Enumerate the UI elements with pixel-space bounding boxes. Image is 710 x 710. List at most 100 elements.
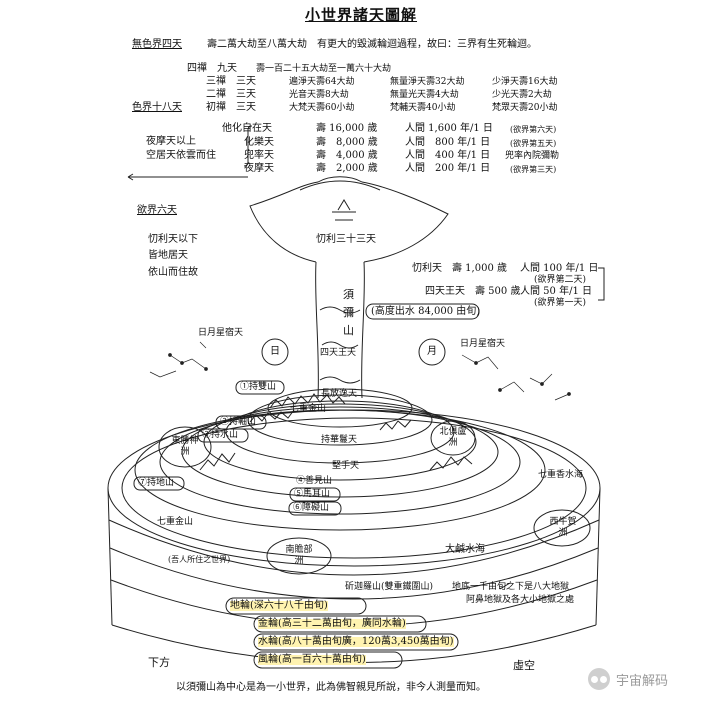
mountain-7-label: ⑦持地山 (138, 478, 175, 488)
desire-six-left-1: 忉利天以下 (148, 234, 198, 245)
star (204, 367, 208, 371)
form-row-1-name: 四禪 九天 (187, 63, 237, 74)
human-world-label: (吾人所住之世界) (168, 555, 231, 564)
four-kings-label: 四天王天 (320, 348, 357, 358)
sumeru-height-box (365, 303, 480, 320)
desire-row-1-note: (欲界第六天) (510, 125, 557, 134)
form-row-2-name: 三禪 三天 (206, 76, 256, 87)
form-row-2-a: 無量淨天壽32大劫 (390, 77, 465, 87)
iron-mountain-label: 斫迦羅山(雙重鐵圍山) (345, 582, 434, 592)
terrace-jag-3 (379, 419, 412, 431)
base-cylinder-left-edge (107, 487, 113, 626)
form-row-3-name: 二禪 三天 (206, 89, 256, 100)
stars-right-label: 日月星宿天 (460, 339, 506, 349)
formless-label: 無色界四天 (132, 39, 182, 50)
trayastrimsa-row-1: 忉利天 壽 1,000 歲 (412, 263, 507, 274)
chihua-label: 持華鬘天 (321, 435, 358, 445)
arrow-head (127, 173, 134, 181)
mountain-2-label: ②持軸山 (220, 417, 257, 427)
hell-label: 地底一千由旬之下是八大地獄 (452, 582, 570, 592)
seven-gold-upper-label: 七重金山 (290, 404, 327, 414)
form-row-1-life: 壽一百二十五大劫至一萬六十大劫 (256, 64, 392, 74)
desire-row-3-name: 兜率天 (244, 150, 274, 161)
trayastrimsa-row-2: 四天王天 壽 500 歲 (425, 286, 521, 297)
sun-circle (261, 338, 289, 366)
desire-six-left-2: 皆地居天 (148, 250, 188, 261)
east-continent-label: 東勝神洲 (171, 436, 199, 457)
terrace-jag-4 (199, 452, 236, 471)
desire-row-1-human: 人間 1,600 年/1 日 (405, 123, 493, 134)
trayastrimsa-name: 忉利三十三天 (316, 234, 376, 245)
form-row-4-name: 初禪 三天 (206, 102, 256, 113)
desire-six-left-3: 依山而住故 (148, 267, 198, 278)
page-title: 小世界諸天圖解 (305, 6, 418, 24)
base-top-rim-inner (121, 417, 587, 559)
form-row-3-b: 少光天壽2大劫 (492, 90, 552, 100)
crown-palace (332, 199, 356, 221)
form-row-2-life: 遍淨天壽64大劫 (289, 77, 355, 87)
desire-row-2-note: (欲界第五天) (510, 139, 557, 148)
crown-top (299, 180, 381, 191)
desire-row-3-life: 壽 4,000 歲 (316, 150, 378, 161)
sumeru-texture (319, 306, 361, 384)
watermark-text: 宇宙解码 (616, 673, 669, 689)
sumeru-left-side (315, 261, 319, 399)
ring-2 (247, 394, 433, 446)
trayastrimsa-row-1-note: (欲界第二天) (534, 275, 587, 285)
form-row-3-a: 無量光天壽4大劫 (390, 90, 459, 100)
m1-box (235, 380, 285, 395)
desire-side-1: 夜摩天以上 (146, 136, 196, 147)
desire-row-1-name: 他化自在天 (222, 123, 272, 134)
west-continent-label: 西牛賀洲 (549, 517, 577, 538)
upper-right-bracket (598, 267, 605, 301)
sumeru-height: (高度出水 84,000 由旬) (371, 306, 481, 317)
star (498, 388, 502, 392)
mountain-5-label: ⑤馬耳山 (294, 489, 331, 499)
desire-side-2: 空居天依雲而住 (146, 150, 216, 161)
earth-box (225, 597, 367, 615)
layer-gold-line (109, 547, 599, 600)
salt-sea-label: 大鹹水海 (445, 544, 485, 555)
star-constellation-right (461, 354, 570, 401)
m7-box (133, 476, 185, 491)
desire-row-1-life: 壽 16,000 歲 (316, 123, 378, 134)
south-continent-oval (266, 537, 332, 575)
m5-box (289, 487, 341, 502)
north-continent-oval (430, 420, 476, 456)
desire-row-2-life: 壽 8,000 歲 (316, 137, 378, 148)
terrace-jag-1 (269, 393, 346, 409)
below-label: 下方 (148, 656, 170, 669)
layer-earth-line (108, 519, 600, 576)
void-label: 虛空 (513, 659, 535, 672)
star (567, 392, 571, 396)
layer-earth-label: 地輪(深六十八千由旬) (230, 600, 328, 611)
bottom-caption: 以須彌山為中心是為一小世界，此為佛智親見所說，非今人測量而知。 (176, 682, 486, 693)
hell-arrow (499, 582, 511, 590)
form-row-3-life: 光音天壽8大劫 (289, 90, 349, 100)
trayastrimsa-row-1-human: 人間 100 年/1 日 (520, 263, 599, 274)
gold-box (253, 615, 427, 633)
form-row-4-life: 大梵天壽60小劫 (289, 103, 355, 113)
east-continent-oval (158, 426, 212, 468)
changfang-label: 長放逸天 (321, 389, 358, 399)
star-constellation-left (149, 341, 207, 378)
seven-fragrant-label: 七重香水海 (538, 470, 584, 480)
m3-box (197, 428, 249, 443)
form-row-2-b: 少淨天壽16大劫 (492, 77, 558, 87)
form-row-4-b: 梵眾天壽20小劫 (492, 103, 558, 113)
jianshou-label: 堅手天 (332, 461, 360, 471)
crown-outline (249, 176, 449, 263)
mountain-1-label: ①持雙山 (240, 382, 277, 392)
desire-row-2-name: 化樂天 (244, 137, 274, 148)
desire-row-4-human: 人間 200 年/1 日 (405, 163, 491, 174)
ring-1 (267, 388, 413, 428)
desire-row-2-human: 人間 800 年/1 日 (405, 137, 491, 148)
star (180, 361, 184, 365)
hell-label-2: 阿鼻地獄及各大小地獄之處 (466, 595, 575, 605)
north-continent-label: 北俱盧洲 (439, 427, 467, 448)
formless-text: 壽二萬大劫至八萬大劫 有更大的毀滅輪迴過程，故曰：三界有生死輪迴。 (207, 39, 537, 50)
sumeru-char-1: 須 (343, 288, 354, 301)
wechat-icon (588, 668, 610, 690)
watermark: 宇宙解码 (582, 666, 675, 692)
